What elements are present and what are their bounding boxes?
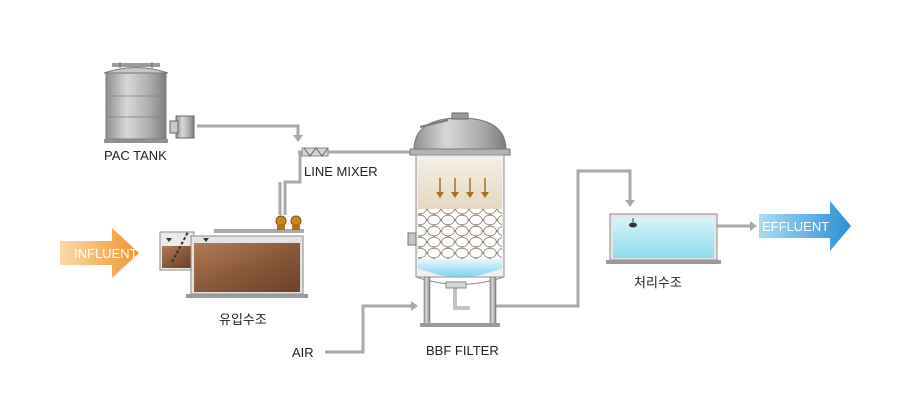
pac-feed-pipe <box>197 124 300 136</box>
down-flow-arrows <box>436 178 489 198</box>
pac-tank-label: PAC TANK <box>104 148 167 163</box>
float-switch-icon <box>629 222 637 228</box>
line-mixer: LINE MIXER <box>301 147 378 179</box>
bbf-filter: BBF FILTER <box>407 112 511 358</box>
inflow-tank-label: 유입수조 <box>219 313 267 328</box>
treated-tank: 처리수조 <box>606 213 721 291</box>
line-mixer-label: LINE MIXER <box>304 164 378 179</box>
pipe-arrowheads <box>293 135 757 311</box>
effluent-arrow[interactable]: EFFLUENT <box>759 201 851 251</box>
bbf-filter-label: BBF FILTER <box>426 343 499 358</box>
treated-tank-label: 처리수조 <box>634 276 682 291</box>
inflow-tank: 유입수조 <box>159 215 308 328</box>
influent-label: INFLUENT <box>74 246 138 261</box>
air-label: AIR <box>292 345 314 360</box>
influent-arrow[interactable]: INFLUENT <box>60 228 139 278</box>
pump-riser-pipe <box>283 152 302 215</box>
effluent-label: EFFLUENT <box>762 219 829 234</box>
bbf-outlet-pipe <box>494 169 632 308</box>
pac-tank: PAC TANK <box>103 62 195 163</box>
air-pipe <box>325 304 412 354</box>
